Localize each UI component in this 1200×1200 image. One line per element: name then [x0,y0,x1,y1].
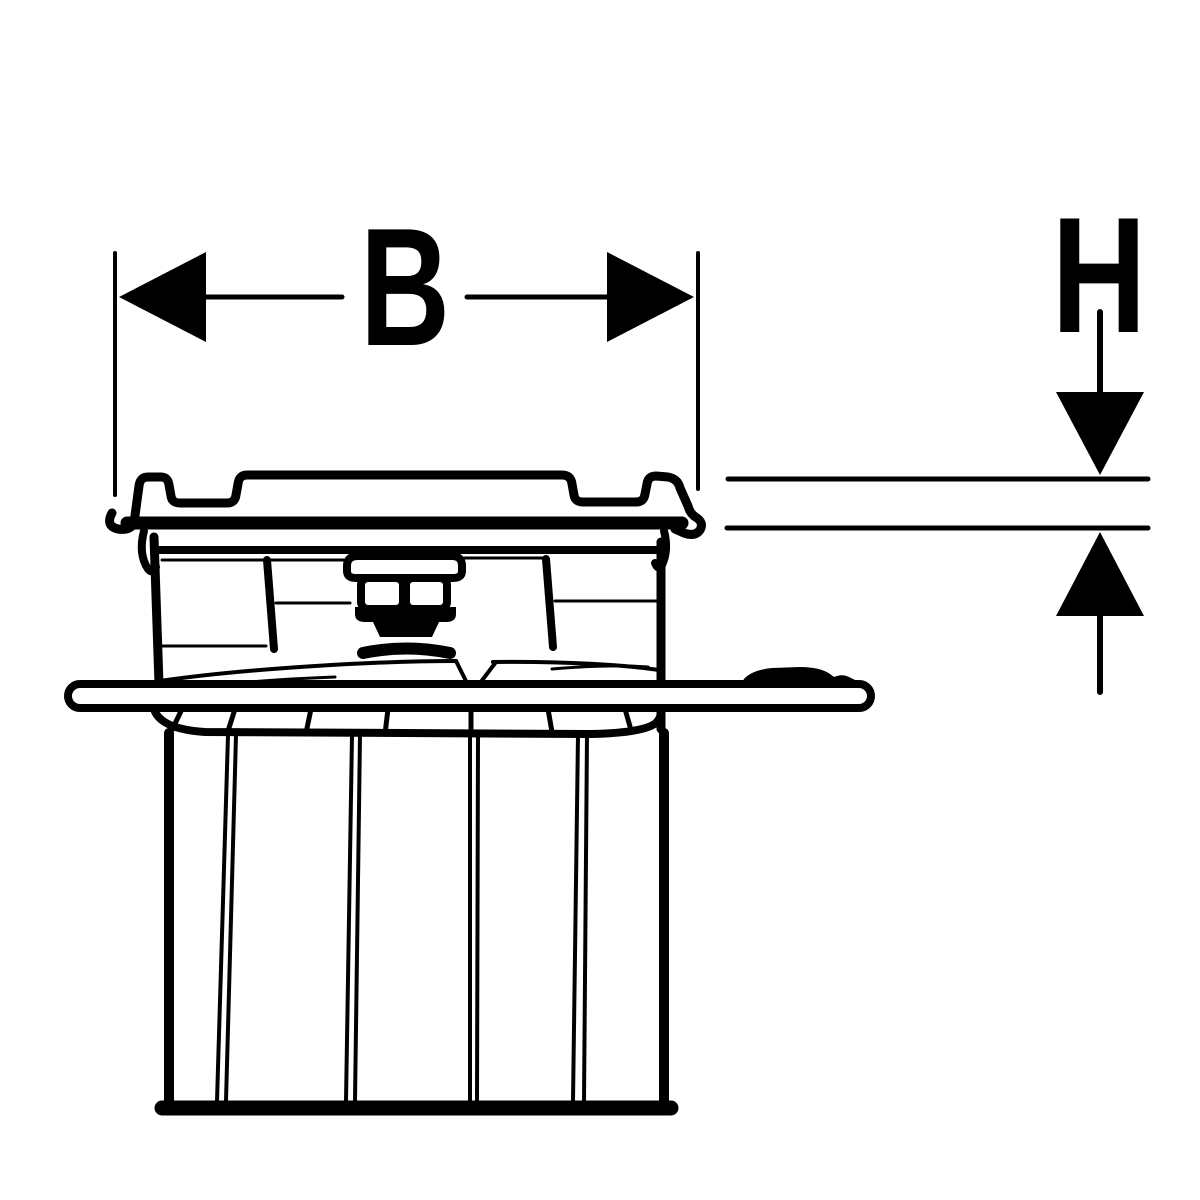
body-divider-left [263,556,278,653]
rib-mark [545,706,555,735]
pipe-rib-line [215,733,230,1103]
flange-lug [741,667,859,684]
body-divider-right [542,555,557,651]
b-arrowhead-right [607,252,694,342]
rib-mark [382,706,391,737]
nut-top-bracket [343,552,466,582]
rib-mark [225,706,238,734]
pipe-rib-line [224,733,238,1103]
rib-mark [303,706,314,736]
mounting-flange [64,680,875,712]
pipe-rib-line [475,733,480,1103]
b-arrowhead-left [119,252,206,342]
nut-face-left [357,574,407,613]
funnel-inner-curve-right [550,664,650,671]
body-wall-left [149,532,164,689]
pipe-ribs [215,733,589,1103]
pipe-rib-line [582,733,589,1103]
rib-mark [622,706,634,733]
pipe-rib-line [571,733,580,1103]
pipe-rib-line [344,733,354,1103]
floor-drain-drawing [64,470,875,1116]
funnel-curve-left [158,659,458,683]
underflange-rib-marks [169,706,634,737]
nut-stub [373,622,439,637]
pipe-rib-line [353,733,362,1103]
dimension-h: H [724,183,1151,695]
dimension-b-label: B [360,193,450,381]
h-arrowhead-down [1056,392,1144,475]
rib-mark [169,706,185,733]
dimension-b: B [113,193,700,497]
cover-grate-profile [105,470,706,539]
h-arrowhead-up [1056,532,1144,616]
nut-seal-arc [357,642,456,659]
nut-washer [355,607,456,622]
nut-face-right [402,574,451,613]
